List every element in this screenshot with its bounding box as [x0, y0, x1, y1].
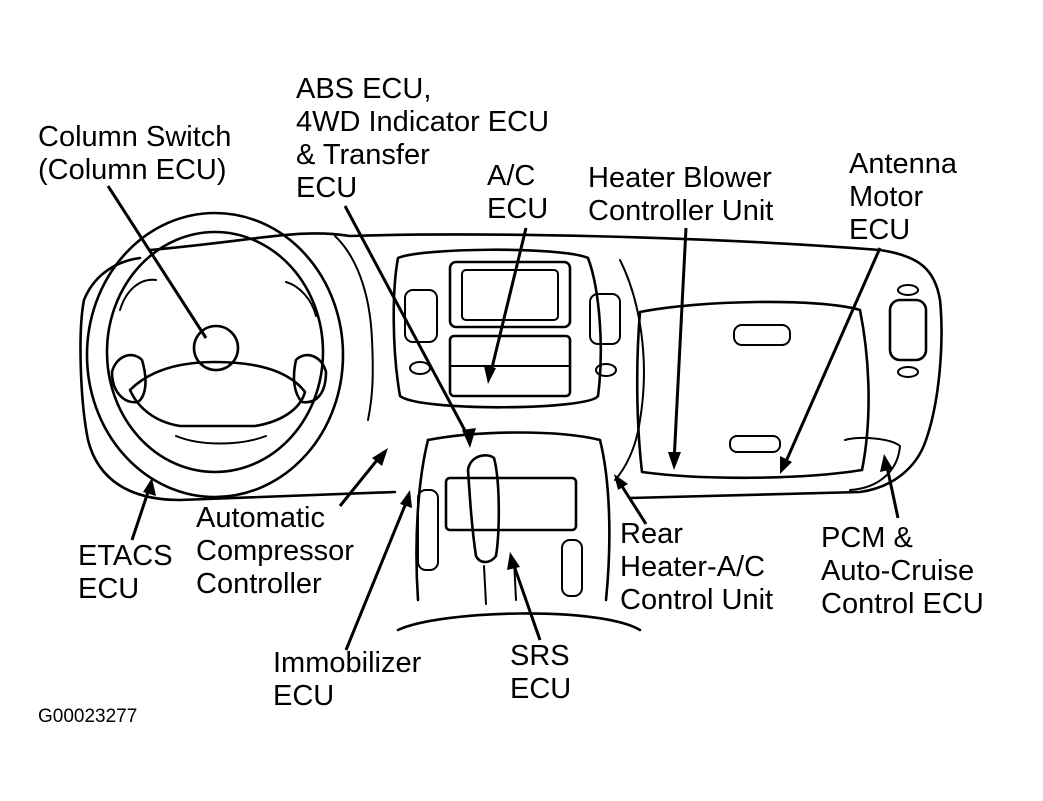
- label-abs-ecu-line4: ECU: [296, 172, 358, 204]
- label-ac-ecu-line1: A/C: [487, 160, 536, 192]
- label-antenna-motor-line1: Antenna: [849, 148, 958, 180]
- label-rear-heater-line3: Control Unit: [620, 584, 774, 616]
- figure-id: G00023277: [38, 706, 138, 727]
- label-pcm-line2: Auto-Cruise: [821, 555, 975, 587]
- label-antenna-motor-line2: Motor: [849, 181, 924, 213]
- callout-arrows: [106, 185, 900, 651]
- label-immobilizer-line2: ECU: [273, 680, 335, 712]
- label-srs-line2: ECU: [510, 673, 572, 705]
- label-pcm-line1: PCM &: [821, 522, 913, 554]
- label-ac-ecu: A/C ECU: [487, 160, 548, 226]
- label-rear-heater: Rear Heater-A/C Control Unit: [620, 518, 773, 617]
- glove-box: [635, 300, 870, 480]
- label-column-switch: Column Switch (Column ECU): [38, 121, 231, 187]
- steering-wheel: [85, 211, 345, 499]
- label-heater-blower-line2: Controller Unit: [588, 195, 774, 227]
- label-pcm: PCM & Auto-Cruise Control ECU: [821, 522, 984, 621]
- label-srs-line1: SRS: [510, 640, 570, 672]
- label-auto-compressor: Automatic Compressor Controller: [196, 502, 354, 601]
- label-immobilizer: Immobilizer ECU: [273, 647, 421, 713]
- label-antenna-motor: Antenna Motor ECU: [849, 148, 957, 247]
- label-auto-compressor-line2: Compressor: [196, 535, 354, 567]
- right-vent: [844, 284, 928, 491]
- label-abs-ecu-line2: 4WD Indicator ECU: [296, 106, 550, 138]
- label-etacs-line1: ETACS: [78, 540, 173, 572]
- label-rear-heater-line1: Rear: [620, 518, 683, 550]
- label-pcm-line3: Control ECU: [821, 588, 984, 620]
- label-rear-heater-line2: Heater-A/C: [620, 551, 766, 583]
- label-auto-compressor-line1: Automatic: [196, 502, 325, 534]
- console: [396, 431, 642, 632]
- dashboard-outline: [79, 232, 943, 502]
- label-abs-ecu: ABS ECU, 4WD Indicator ECU & Transfer EC…: [296, 73, 549, 205]
- label-abs-ecu-line1: ABS ECU,: [296, 73, 432, 105]
- label-column-switch-line2: (Column ECU): [38, 154, 227, 186]
- label-etacs-line2: ECU: [78, 573, 140, 605]
- label-column-switch-line1: Column Switch: [38, 121, 232, 153]
- label-antenna-motor-line3: ECU: [849, 214, 911, 246]
- label-heater-blower: Heater Blower Controller Unit: [588, 162, 773, 228]
- label-heater-blower-line1: Heater Blower: [588, 162, 772, 194]
- center-stack: [392, 248, 621, 409]
- label-immobilizer-line1: Immobilizer: [273, 647, 422, 679]
- label-auto-compressor-line3: Controller: [196, 568, 322, 600]
- label-abs-ecu-line3: & Transfer: [296, 139, 430, 171]
- label-etacs: ETACS ECU: [78, 540, 173, 606]
- label-srs: SRS ECU: [510, 640, 571, 706]
- label-ac-ecu-line2: ECU: [487, 193, 549, 225]
